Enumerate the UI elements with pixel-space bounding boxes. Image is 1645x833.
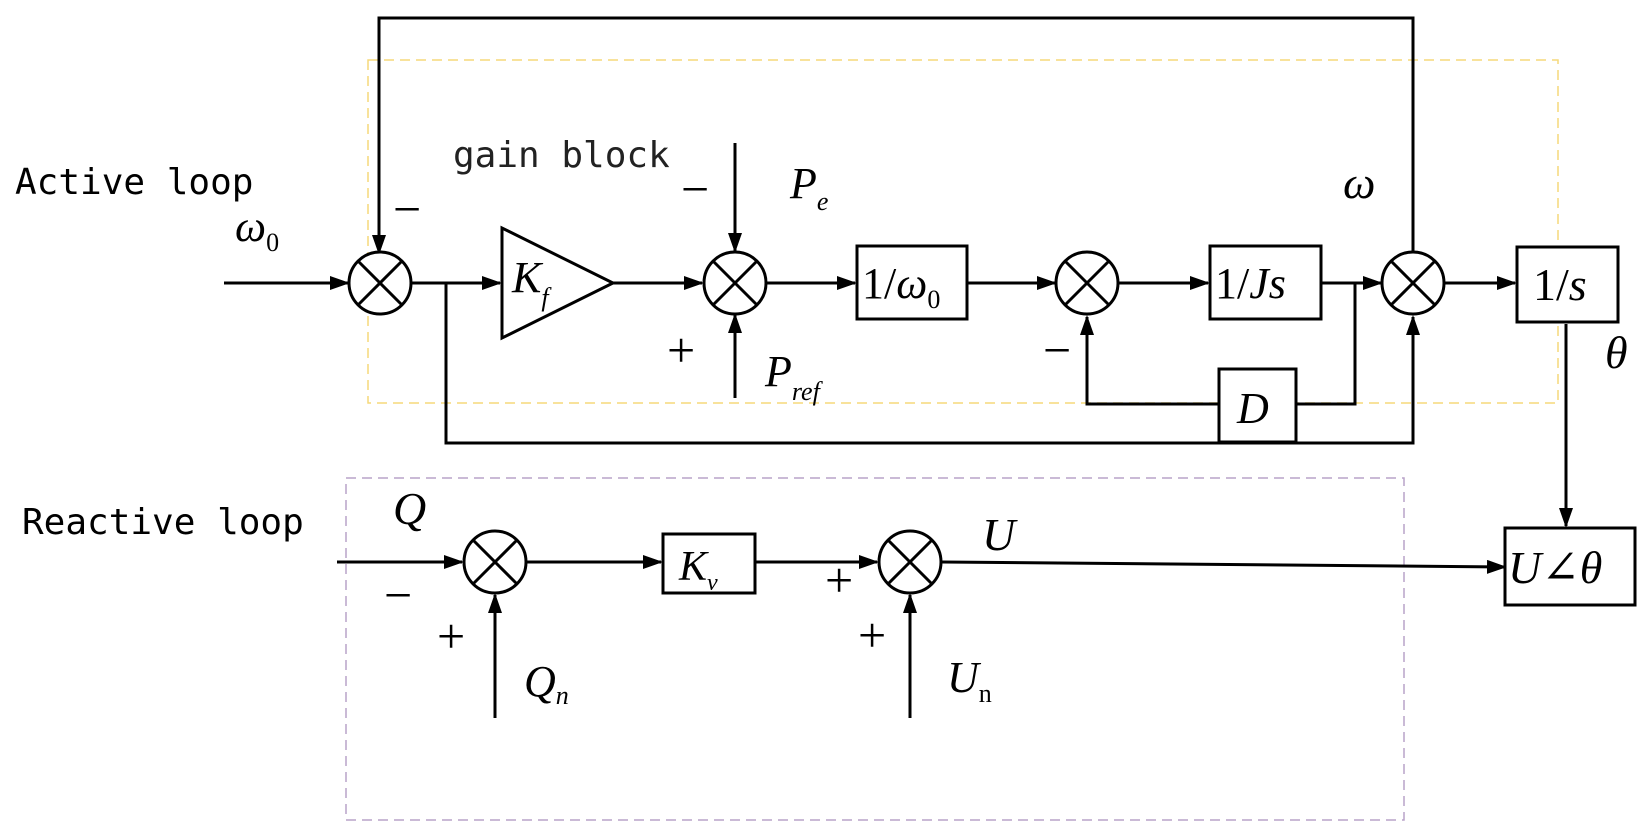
sum-junction-2 xyxy=(702,250,768,316)
pref-label: Pref xyxy=(764,347,824,406)
d-block-label: D xyxy=(1236,384,1269,433)
sign-minus-pe: − xyxy=(681,161,709,217)
reactive-loop-region xyxy=(345,477,1405,821)
d-block xyxy=(1217,367,1298,444)
qn-label: Qn xyxy=(524,657,569,710)
theta-label: θ xyxy=(1605,327,1628,378)
sum-junction-3 xyxy=(1054,250,1120,316)
kv-gain-label: Kv xyxy=(678,544,718,596)
inv-omega0-block xyxy=(855,244,969,321)
u-label: U xyxy=(982,509,1018,560)
u-theta-block xyxy=(1503,526,1637,607)
d-branch-line xyxy=(1296,283,1357,406)
inv-js-label: 1/Js xyxy=(1215,259,1286,308)
sign-minus-d: − xyxy=(1043,322,1071,378)
omega0-label: ω0 xyxy=(235,202,279,257)
d-feedback-line xyxy=(1080,315,1219,406)
kv-block xyxy=(661,532,757,595)
inv-omega0-label: 1/ω0 xyxy=(862,259,940,314)
kf-gain-triangle xyxy=(500,225,617,341)
reactive-loop-label: Reactive loop xyxy=(22,502,304,543)
sign-plus-u: + xyxy=(825,552,853,608)
omega-top-feedback xyxy=(372,16,1415,260)
sum-junction-4 xyxy=(1380,250,1446,316)
sign-plus-un: + xyxy=(858,607,886,663)
sum-junction-u xyxy=(877,529,943,595)
un-label: Un xyxy=(947,653,992,708)
u-to-output-line xyxy=(941,559,1507,574)
sign-plus-pref: + xyxy=(667,322,695,378)
gain-block-label: gain block xyxy=(453,135,670,176)
sign-minus-q: − xyxy=(384,567,412,623)
sum-junction-q xyxy=(462,529,528,595)
active-loop-label: Active loop xyxy=(15,162,253,203)
q-label: Q xyxy=(393,483,426,534)
inv-s-label: 1/s xyxy=(1533,259,1587,310)
active-loop-region xyxy=(367,59,1559,404)
u-theta-label: U∠θ xyxy=(1508,542,1602,593)
inv-js-block xyxy=(1208,244,1323,321)
inv-s-block xyxy=(1515,245,1620,324)
omega-label: ω xyxy=(1343,157,1375,208)
sum-junction-1 xyxy=(347,250,413,316)
kf-gain-label: Kf xyxy=(511,253,552,312)
pe-label: Pe xyxy=(789,159,828,216)
sign-minus-omega-feedback: − xyxy=(393,181,421,237)
bypass-loop-line xyxy=(444,283,1420,445)
sign-plus-qn: + xyxy=(437,608,465,664)
